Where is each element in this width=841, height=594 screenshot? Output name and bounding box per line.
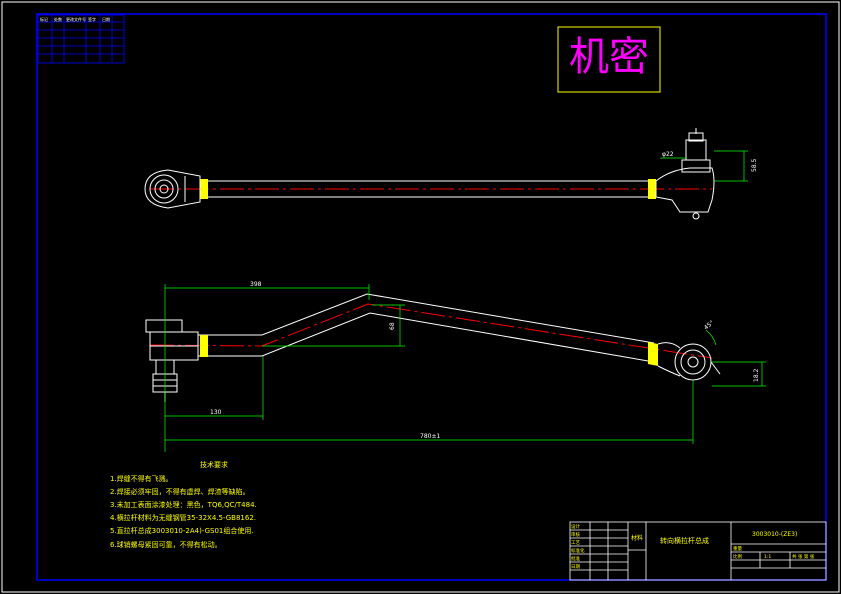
tb-scale-value: 1:1 — [764, 554, 771, 560]
top-view-rod — [150, 179, 712, 199]
title-block — [569, 521, 827, 581]
tb-weight: 重量 — [733, 545, 742, 552]
tb-process: 工艺 — [571, 540, 580, 546]
note-1: 1.焊缝不得有飞溅。 — [110, 474, 173, 483]
note-5: 5.直拉杆总成3003010-2A4)-GS01组合使用. — [110, 526, 254, 535]
rev-header-doc: 更改文件号 — [66, 16, 86, 22]
note-2: 2.焊接必须牢固，不得有虚焊、焊渣等缺陷。 — [110, 487, 250, 496]
tb-checker: 审核 — [571, 531, 580, 538]
dim-vertical-offset: 68 — [389, 322, 396, 330]
front-dims — [164, 284, 766, 452]
front-weld-band-left — [200, 335, 208, 357]
dim-span-top: 398 — [250, 281, 262, 288]
tb-sheet: 共 张 第 张 — [792, 553, 815, 560]
front-right-joint — [657, 342, 721, 381]
dim-angle: 45° — [703, 319, 716, 331]
tb-designer: 设计 — [571, 523, 580, 530]
tb-scale-label: 比例 — [733, 553, 742, 560]
front-view-rod — [149, 293, 713, 366]
note-4: 4.横拉杆材料为无缝钢管35-32X4.5-GB8162. — [110, 513, 256, 522]
tb-part-name: 转向横拉杆总成 — [660, 536, 709, 545]
note-6: 6.球销螺母紧固可靠，不得有松动。 — [110, 540, 222, 549]
top-left-joint — [144, 169, 201, 209]
top-weld-band-left — [200, 179, 208, 199]
tb-material: 材料 — [631, 534, 643, 542]
tb-approve: 批准 — [571, 555, 580, 562]
stamp-box — [557, 26, 661, 93]
top-dims — [660, 150, 748, 182]
tb-drawing-number: 3003010-(ZE3) — [752, 531, 797, 538]
rev-header-mark: 标记 — [40, 16, 48, 22]
dim-span-left: 130 — [210, 409, 222, 416]
dim-top-height: 58.5 — [751, 158, 758, 172]
stamp-text: 机密 — [569, 34, 649, 80]
dim-overall: 780±1 — [420, 433, 440, 440]
notes-heading: 技术要求 — [200, 460, 228, 469]
revision-table — [37, 14, 125, 64]
top-right-joint — [655, 128, 715, 220]
tb-date: 日期 — [571, 564, 580, 570]
tb-standard: 标准化 — [571, 547, 585, 554]
rev-header-date: 日期 — [102, 16, 110, 22]
top-weld-band-right — [648, 179, 656, 199]
front-left-joint — [145, 319, 199, 402]
front-weld-band-right — [648, 342, 658, 366]
dim-right-height: 18.2 — [753, 368, 760, 382]
technical-notes: 技术要求 1.焊缝不得有飞溅。 2.焊接必须牢固，不得有虚焊、焊渣等缺陷。 3.… — [110, 460, 257, 549]
note-3: 3.未加工表面涂漆处理：黑色，TQ6,QC/T484. — [110, 500, 257, 509]
rev-header-sign: 签字 — [88, 16, 96, 22]
rev-header-count: 处数 — [54, 16, 62, 22]
dim-top-small: φ22 — [662, 151, 674, 158]
drawing-frame — [36, 13, 827, 581]
